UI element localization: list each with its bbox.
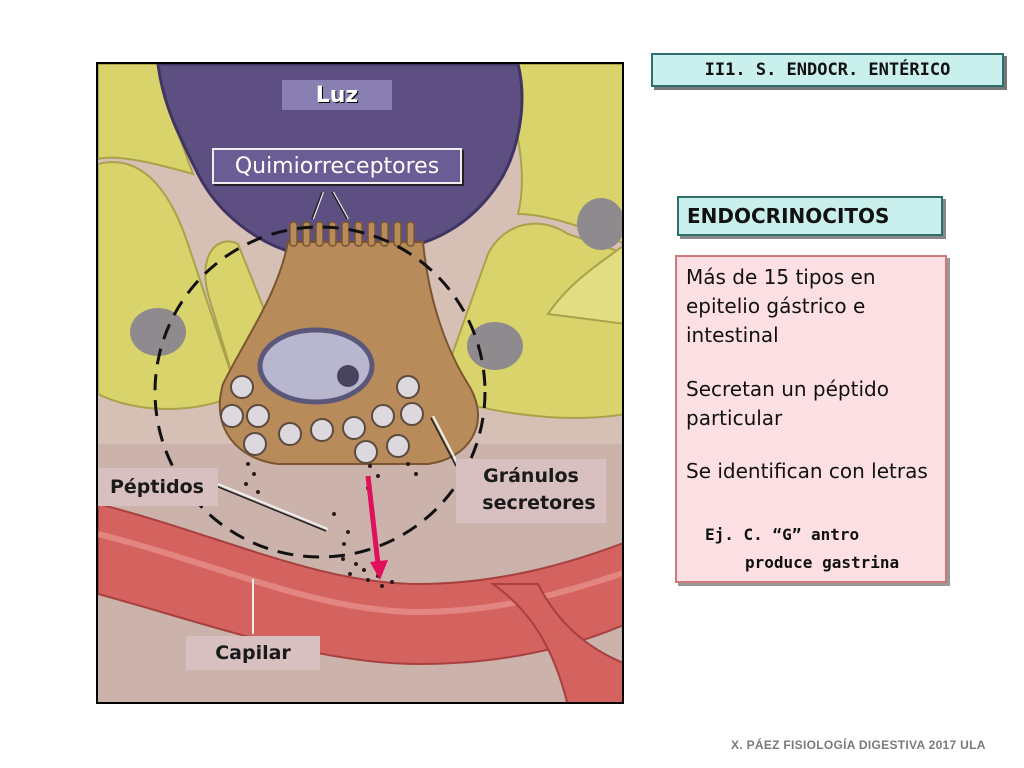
epithelial-nucleus: [130, 308, 186, 356]
label-peptidos: Péptidos: [98, 468, 218, 506]
panel-heading: ENDOCRINOCITOS: [677, 196, 943, 236]
example-line-2: produce gastrina: [745, 553, 900, 572]
nucleolus: [337, 365, 359, 387]
point-3: Se identifican con letras: [686, 459, 928, 483]
info-panel: Más de 15 tipos en epitelio gástrico e i…: [675, 255, 947, 583]
label-luz: Luz: [282, 80, 392, 110]
leader-lines: [217, 191, 459, 634]
secretory-granules: [220, 375, 424, 464]
label-quimiorreceptores: Quimiorreceptores: [212, 148, 462, 184]
capillary-highlight: [98, 531, 622, 616]
endocrine-cell-diagram: Luz Quimiorreceptores Péptidos Gránulos …: [96, 62, 624, 704]
point-2: Secretan un péptido particular: [686, 377, 889, 430]
slide-title: II1. S. ENDOCR. ENTÉRICO: [651, 53, 1004, 87]
slide-title-text: II1. S. ENDOCR. ENTÉRICO: [704, 60, 951, 80]
epithelial-nucleus: [577, 198, 622, 250]
example-line-1: Ej. C. “G” antro: [705, 525, 860, 544]
endocrine-nucleus: [257, 327, 375, 405]
focus-circle: [153, 225, 487, 559]
secretion-arrow: [365, 475, 388, 580]
released-peptides: [244, 462, 418, 588]
label-granulos-secretores: Gránulos secretores: [456, 459, 606, 523]
point-1: Más de 15 tipos en epitelio gástrico e i…: [686, 265, 876, 347]
epithelial-nucleus: [467, 322, 523, 370]
capillary-branch: [489, 583, 622, 702]
leader-lines-dark: [215, 191, 457, 532]
footer-credit: X. PÁEZ FISIOLOGÍA DIGESTIVA 2017 ULA: [731, 738, 986, 752]
label-capilar: Capilar: [186, 636, 320, 670]
